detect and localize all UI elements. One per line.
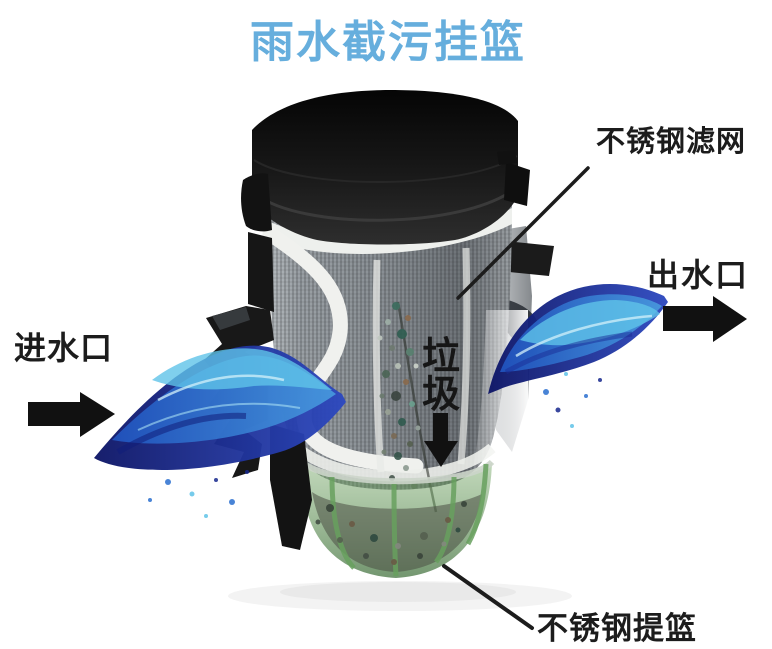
trapped-debris <box>377 301 438 513</box>
basket-debris <box>315 501 467 565</box>
inlet-water-droplets <box>148 470 249 518</box>
garbage-char-2: 圾 <box>422 374 460 416</box>
inlet-water-splash <box>94 345 346 518</box>
garbage-char-1: 垃 <box>422 336 460 378</box>
garbage-down-arrow-icon <box>424 413 458 467</box>
bucket-rim <box>241 90 530 245</box>
lift-basket <box>297 457 495 578</box>
inlet-label: 进水口 <box>14 330 113 366</box>
lift-basket-label: 不锈钢提篮 <box>537 611 697 646</box>
outlet-water-droplets <box>543 372 602 428</box>
page-title: 雨水截污挂篮 <box>250 18 526 67</box>
ground-shadow <box>228 581 572 611</box>
filter-mesh-leader-line <box>456 166 590 300</box>
outlet-water-splash <box>488 283 668 428</box>
garbage-label: 垃 圾 <box>422 336 460 467</box>
lift-basket-leader-line <box>442 564 534 630</box>
inlet-arrow-icon <box>28 392 115 437</box>
outlet-arrow-icon <box>663 296 747 342</box>
outlet-label: 出水口 <box>647 257 749 293</box>
filter-mesh-label: 不锈钢滤网 <box>596 125 746 158</box>
